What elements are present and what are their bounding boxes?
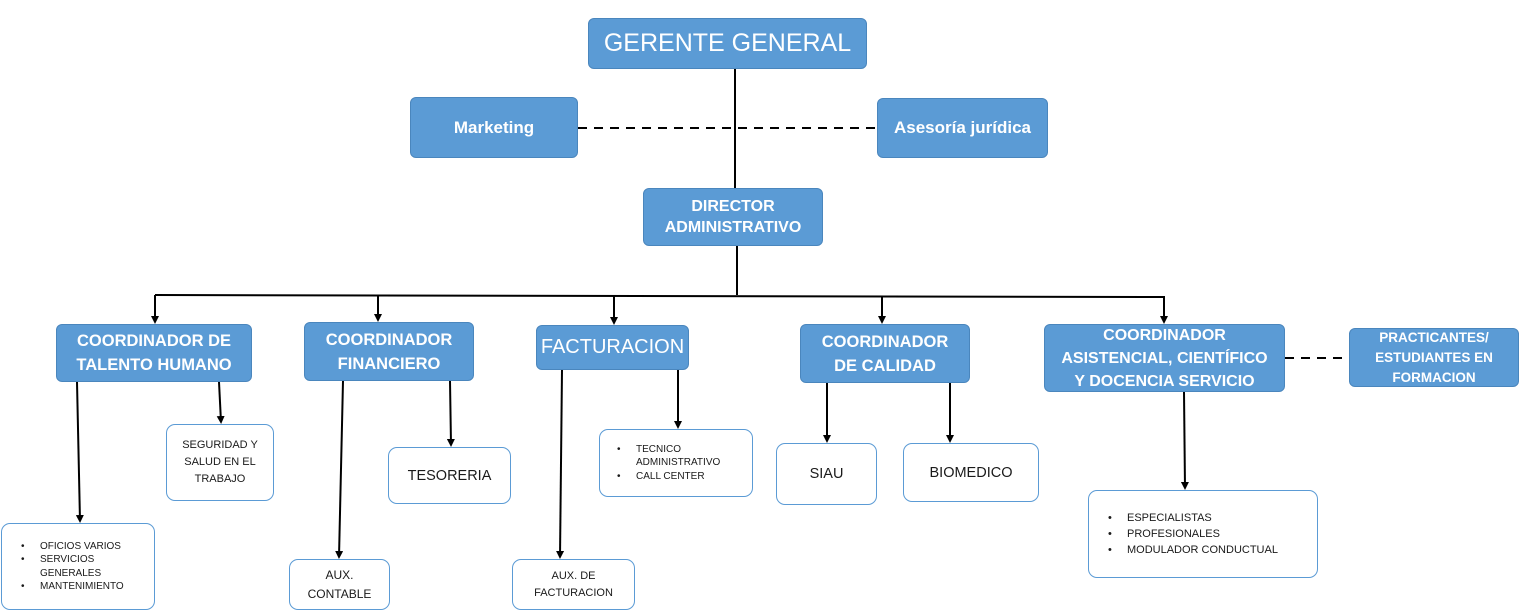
- coordinador-calidad-label: COORDINADOR DE CALIDAD: [821, 332, 949, 375]
- list-item: SERVICIOS GENERALES: [18, 553, 120, 580]
- aux-facturacion-box[interactable]: AUX. DE FACTURACION: [512, 559, 635, 610]
- arrow-to-aux-facturacion: [556, 369, 565, 559]
- coordinador-calidad-box[interactable]: COORDINADOR DE CALIDAD: [800, 324, 970, 383]
- aux-facturacion-label: AUX. DE FACTURACION: [534, 569, 613, 599]
- tesoreria-box[interactable]: TESORERIA: [388, 447, 511, 504]
- coordinador-financiero-box[interactable]: COORDINADOR FINANCIERO: [304, 322, 474, 381]
- facturacion-label: FACTURACION: [540, 336, 685, 358]
- siau-box[interactable]: SIAU: [776, 443, 877, 505]
- coordinador-financiero-label: COORDINADOR FINANCIERO: [325, 330, 453, 373]
- siau-label: SIAU: [809, 466, 844, 482]
- list-item: MANTENIMIENTO: [18, 580, 124, 594]
- arrow-to-seguridad: [216, 381, 225, 424]
- especialistas-list: ESPECIALISTAS PROFESIONALES MODULADOR CO…: [1105, 510, 1278, 558]
- list-item: PROFESIONALES: [1105, 526, 1278, 542]
- tesoreria-label: TESORERIA: [407, 467, 492, 484]
- arrow-to-tesoreria: [446, 380, 455, 447]
- gerente-general-box[interactable]: GERENTE GENERAL: [588, 18, 867, 69]
- list-item: CALL CENTER: [614, 470, 736, 484]
- tecnico-call-center-list: TECNICO ADMINISTRATIVO CALL CENTER: [614, 443, 736, 484]
- facturacion-box[interactable]: FACTURACION: [536, 325, 689, 370]
- aux-contable-label: AUX. CONTABLE: [307, 567, 372, 601]
- aux-contable-box[interactable]: AUX. CONTABLE: [289, 559, 390, 610]
- seguridad-salud-trabajo-label: SEGURIDAD Y SALUD EN EL TRABAJO: [182, 439, 258, 485]
- biomedico-label: BIOMEDICO: [929, 464, 1013, 481]
- list-item: MODULADOR CONDUCTUAL: [1105, 542, 1278, 558]
- coordinador-talento-humano-box[interactable]: COORDINADOR DE TALENTO HUMANO: [56, 324, 252, 382]
- list-item: OFICIOS VARIOS: [18, 540, 124, 554]
- marketing-box[interactable]: Marketing: [410, 97, 578, 158]
- director-administrativo-label: DIRECTOR ADMINISTRATIVO: [664, 198, 802, 236]
- marketing-label: Marketing: [453, 117, 535, 137]
- asesoria-juridica-label: Asesoría jurídica: [893, 118, 1031, 137]
- practicantes-label: PRACTICANTES/ ESTUDIANTES EN FORMACION: [1375, 329, 1493, 385]
- arrow-to-oficios: [75, 381, 84, 523]
- biomedico-box[interactable]: BIOMEDICO: [903, 443, 1039, 502]
- practicantes-box[interactable]: PRACTICANTES/ ESTUDIANTES EN FORMACION: [1349, 328, 1519, 387]
- especialistas-box[interactable]: ESPECIALISTAS PROFESIONALES MODULADOR CO…: [1088, 490, 1318, 578]
- coordinador-talento-humano-label: COORDINADOR DE TALENTO HUMANO: [76, 332, 232, 374]
- director-administrativo-box[interactable]: DIRECTOR ADMINISTRATIVO: [643, 188, 823, 246]
- list-item: TECNICO ADMINISTRATIVO: [614, 443, 736, 470]
- seguridad-salud-trabajo-box[interactable]: SEGURIDAD Y SALUD EN EL TRABAJO: [166, 424, 274, 501]
- tecnico-call-center-box[interactable]: TECNICO ADMINISTRATIVO CALL CENTER: [599, 429, 753, 497]
- coordinador-asistencial-label: COORDINADOR ASISTENCIAL, CIENTÍFICO Y DO…: [1061, 326, 1268, 390]
- connector-horizontal-bus: [154, 294, 1166, 298]
- arrow-to-aux-contable: [335, 380, 344, 559]
- gerente-general-label: GERENTE GENERAL: [603, 29, 852, 57]
- arrow-to-especialistas: [1180, 391, 1189, 490]
- asesoria-juridica-box[interactable]: Asesoría jurídica: [877, 98, 1048, 158]
- coordinador-asistencial-box[interactable]: COORDINADOR ASISTENCIAL, CIENTÍFICO Y DO…: [1044, 324, 1285, 392]
- oficios-varios-list: OFICIOS VARIOS SERVICIOS GENERALES MANTE…: [18, 540, 124, 594]
- list-item: ESPECIALISTAS: [1105, 510, 1278, 526]
- oficios-varios-box[interactable]: OFICIOS VARIOS SERVICIOS GENERALES MANTE…: [1, 523, 155, 610]
